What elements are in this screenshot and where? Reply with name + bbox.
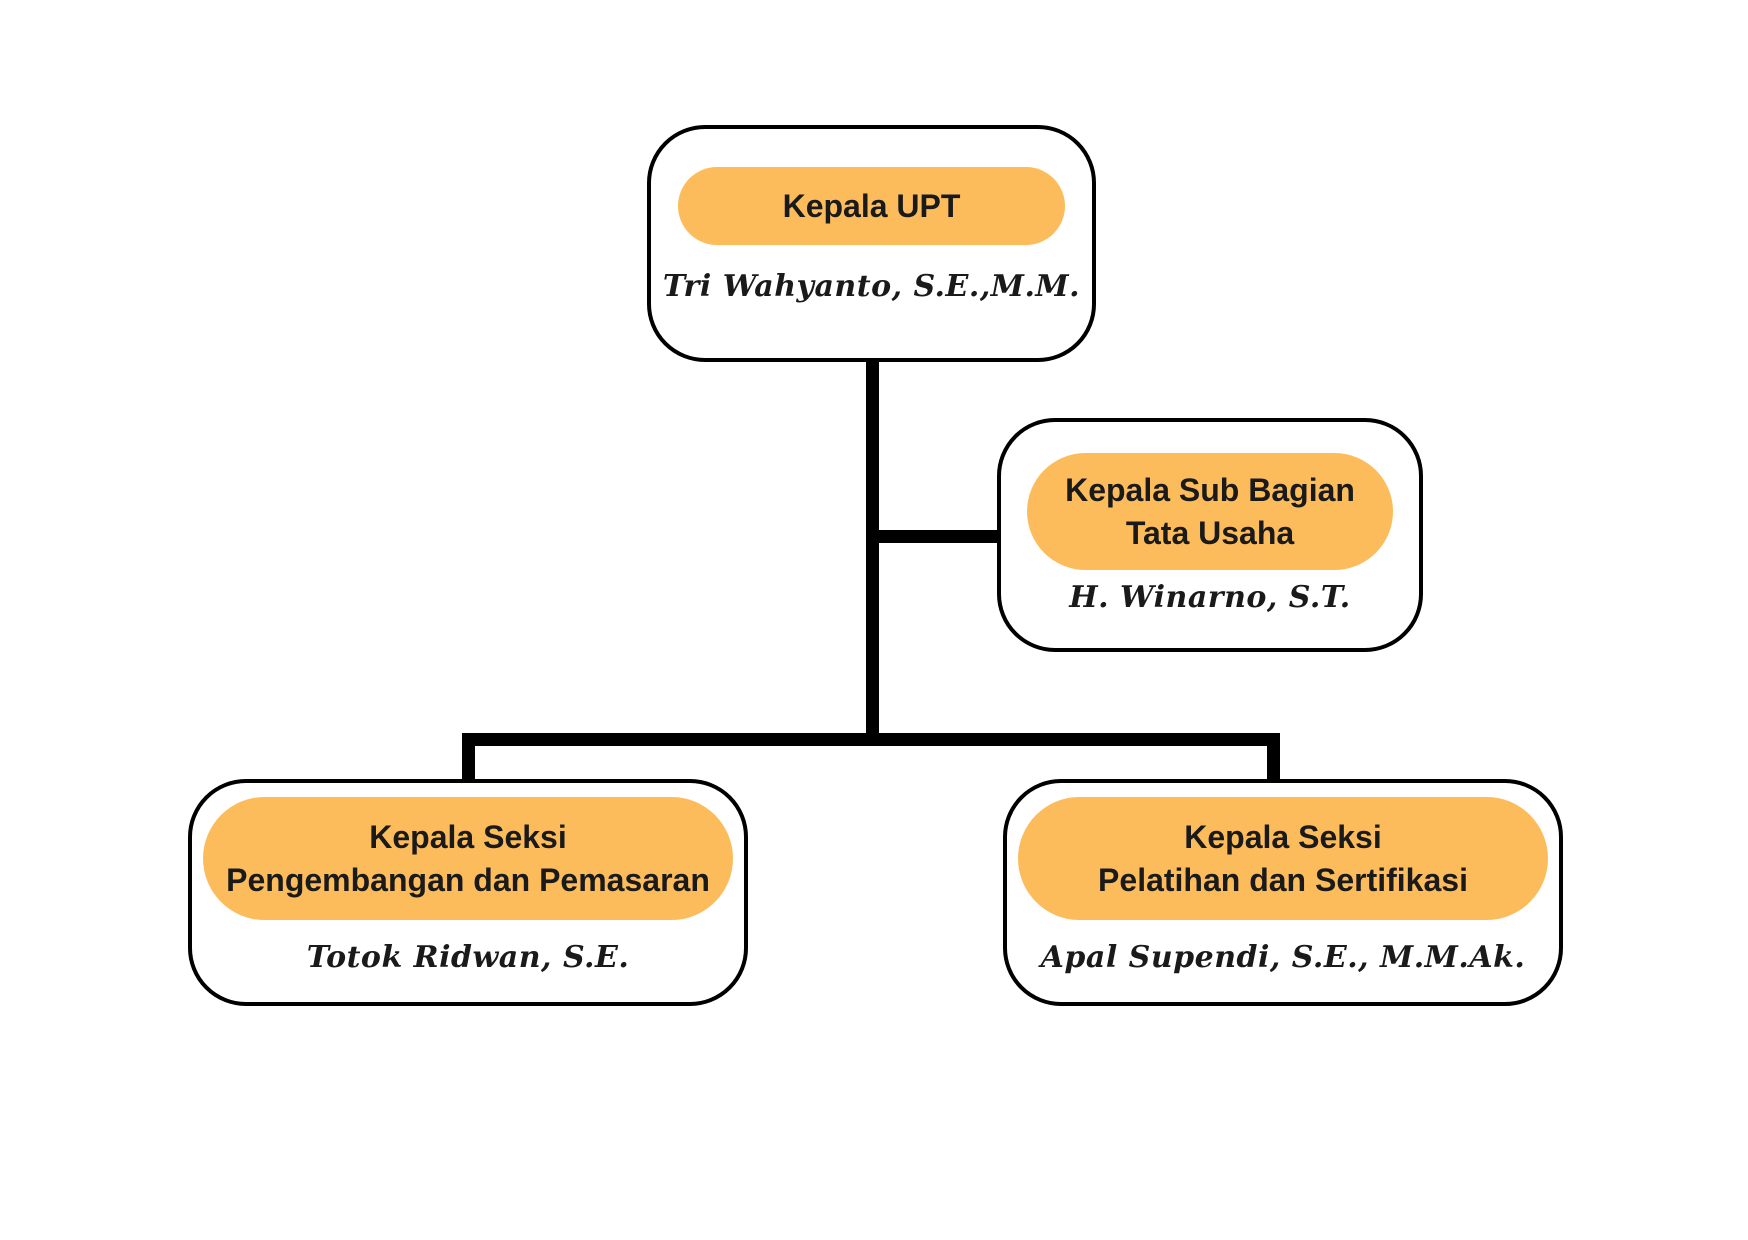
role-label-line2: Pelatihan dan Sertifikasi [1098,861,1468,898]
role-label-line1: Kepala Seksi [369,818,567,855]
connector-trunk-vertical [866,358,879,746]
org-node-sub-bagian-tata-usaha: Kepala Sub Bagian Tata Usaha H. Winarno,… [997,418,1423,652]
role-label-line1: Kepala Sub Bagian [1065,471,1355,508]
role-pill-seksi-pengembangan-pemasaran: Kepala Seksi Pengembangan dan Pemasaran [203,797,733,920]
role-label: Kepala UPT [782,187,961,224]
org-node-seksi-pelatihan-sertifikasi: Kepala Seksi Pelatihan dan Sertifikasi A… [1003,779,1563,1006]
person-name-sub-bagian-tata-usaha: H. Winarno, S.T. [1069,580,1351,615]
connector-stub-tata-usaha [872,530,997,543]
role-label-line2: Tata Usaha [1125,514,1295,551]
role-label-line1: Kepala Seksi [1184,818,1382,855]
org-node-seksi-pengembangan-pemasaran: Kepala Seksi Pengembangan dan Pemasaran … [188,779,748,1006]
person-name-seksi-pelatihan-sertifikasi: Apal Supendi, S.E., M.M.Ak. [1040,940,1526,975]
person-name-seksi-pengembangan-pemasaran: Totok Ridwan, S.E. [306,940,630,975]
connector-drop-pelatihan [1267,733,1280,783]
connector-branch-horizontal [462,733,1280,746]
role-label-line2: Pengembangan dan Pemasaran [226,861,710,898]
connector-drop-pengembangan [462,733,475,783]
role-pill-sub-bagian-tata-usaha: Kepala Sub Bagian Tata Usaha [1027,453,1393,570]
org-node-kepala-upt: Kepala UPT Tri Wahyanto, S.E.,M.M. [647,125,1096,362]
role-pill-kepala-upt: Kepala UPT [678,167,1065,245]
person-name-kepala-upt: Tri Wahyanto, S.E.,M.M. [662,269,1081,304]
role-pill-seksi-pelatihan-sertifikasi: Kepala Seksi Pelatihan dan Sertifikasi [1018,797,1548,920]
